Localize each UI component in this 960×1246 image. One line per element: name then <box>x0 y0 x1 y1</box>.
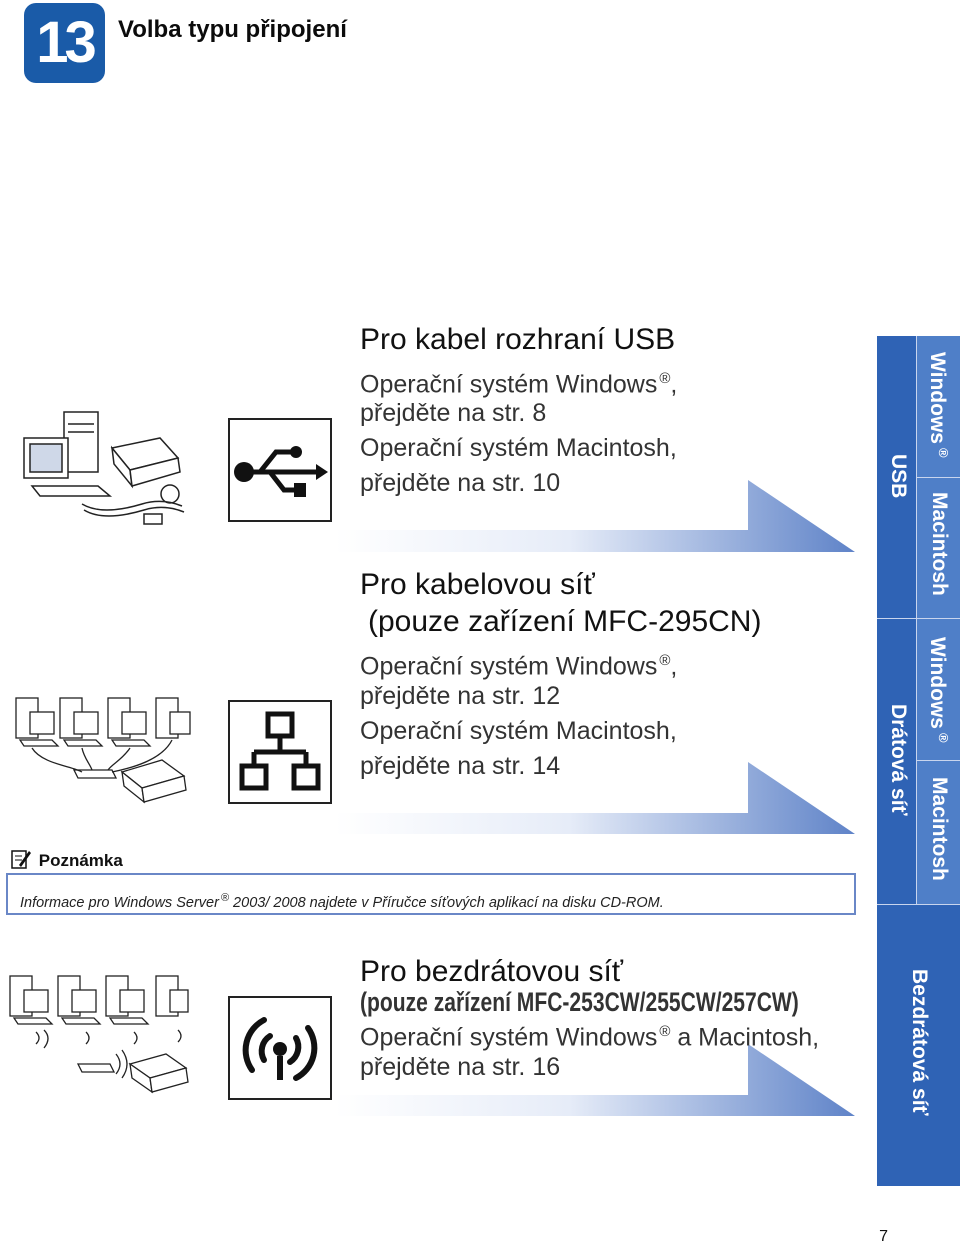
wireless-section-subtitle: (pouze zařízení MFC-253CW/255CW/257CW) <box>360 987 799 1017</box>
wired-network-icon-box <box>228 700 332 804</box>
wireless-network-illustration <box>9 975 189 1094</box>
tab-wired-mac-label: Macintosh <box>928 777 951 881</box>
note-text: Informace pro Windows Server® 2003/ 2008… <box>20 892 664 911</box>
wireless-os-line: Operační systém Windows® a Macintosh, <box>360 1023 820 1052</box>
tab-usb-mac-label: Macintosh <box>928 492 951 596</box>
usb-icon <box>234 446 328 497</box>
tab-wired-label: Drátová síť <box>887 704 910 816</box>
tab-usb-label: USB <box>887 454 910 499</box>
side-tabs: USB Windows® Macintosh Drátová síť Windo… <box>877 336 960 1186</box>
wired-arrow <box>335 762 855 834</box>
wireless-icon-box <box>228 996 332 1100</box>
tab-usb: USB <box>877 336 917 618</box>
usb-computer-printer-illustration <box>23 411 185 525</box>
usb-arrow <box>335 480 855 552</box>
page-title: Volba typu připojení <box>118 16 347 43</box>
wired-windows-page: přejděte na str. 12 <box>360 682 561 710</box>
network-icon <box>239 711 321 791</box>
wireless-section-title: Pro bezdrátovou síť <box>360 955 624 988</box>
note-pencil-icon <box>11 850 31 869</box>
tab-usb-windows-label: Windows® <box>926 352 951 458</box>
usb-windows-line: Operační systém Windows®, <box>360 370 678 399</box>
tab-usb-mac: Macintosh <box>917 478 960 618</box>
page-number: 7 <box>879 1228 888 1245</box>
wireless-os-page: přejděte na str. 16 <box>360 1053 561 1081</box>
wired-section-title: Pro kabelovou síť <box>360 568 595 601</box>
tab-wired-windows: Windows® <box>917 618 960 761</box>
wired-mac-page: přejděte na str. 14 <box>360 752 561 780</box>
usb-windows-page: přejděte na str. 8 <box>360 399 547 427</box>
note-heading: Poznámka <box>10 848 123 871</box>
wireless-icon <box>242 1017 318 1081</box>
wireless-arrow <box>335 1044 855 1116</box>
usb-icon-box <box>228 418 332 522</box>
wired-windows-line: Operační systém Windows®, <box>360 652 678 681</box>
note-heading-label: Poznámka <box>38 851 123 870</box>
wired-network-illustration <box>15 697 191 804</box>
tab-usb-windows: Windows® <box>917 336 960 478</box>
usb-section-title: Pro kabel rozhraní USB <box>360 323 676 356</box>
wired-section-subtitle: (pouze zařízení MFC-295CN) <box>368 605 762 638</box>
tab-wireless: Bezdrátová síť <box>877 904 960 1186</box>
usb-mac-page: přejděte na str. 10 <box>360 469 561 497</box>
note-box <box>6 873 856 915</box>
tab-wired-mac: Macintosh <box>917 761 960 904</box>
usb-mac-line: Operační systém Macintosh, <box>360 434 677 462</box>
tab-wired-windows-label: Windows® <box>926 637 951 743</box>
wired-mac-line: Operační systém Macintosh, <box>360 717 677 745</box>
step-number-badge: 13 <box>24 3 105 83</box>
tab-wireless-label: Bezdrátová síť <box>908 969 931 1116</box>
tab-wired: Drátová síť <box>877 618 917 904</box>
